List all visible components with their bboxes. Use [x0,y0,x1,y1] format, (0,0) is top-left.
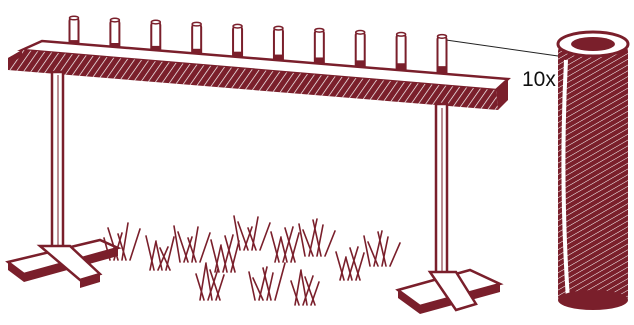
grass-blade [275,263,285,300]
grass-blade [244,227,252,250]
grass-blade [234,216,240,250]
grass-blade [311,282,319,305]
magnification-label: 10x [522,68,556,92]
grass-blade [260,223,270,250]
grass-blade [283,227,293,262]
right-leg [398,104,500,314]
grass-blade [184,237,192,262]
grass [104,216,400,305]
grass-blade [223,235,233,272]
left-leg [8,72,118,288]
grass-blade [200,233,210,262]
grass-blade [336,252,344,280]
grass-blade [390,243,400,266]
grass-blade [249,272,255,300]
grass-blade [325,231,335,256]
grass-blade [216,275,224,300]
grass-blade [356,253,364,280]
grass-blade [174,226,180,262]
grass-blade [130,229,140,260]
grass-blade [231,241,239,272]
magnified-tube [558,32,628,310]
rack-board [8,41,508,110]
grass-blade [364,236,370,266]
leader-line [446,40,572,58]
grass-blade [348,247,358,280]
grass-blade [291,233,299,262]
grass-blade [299,224,305,256]
